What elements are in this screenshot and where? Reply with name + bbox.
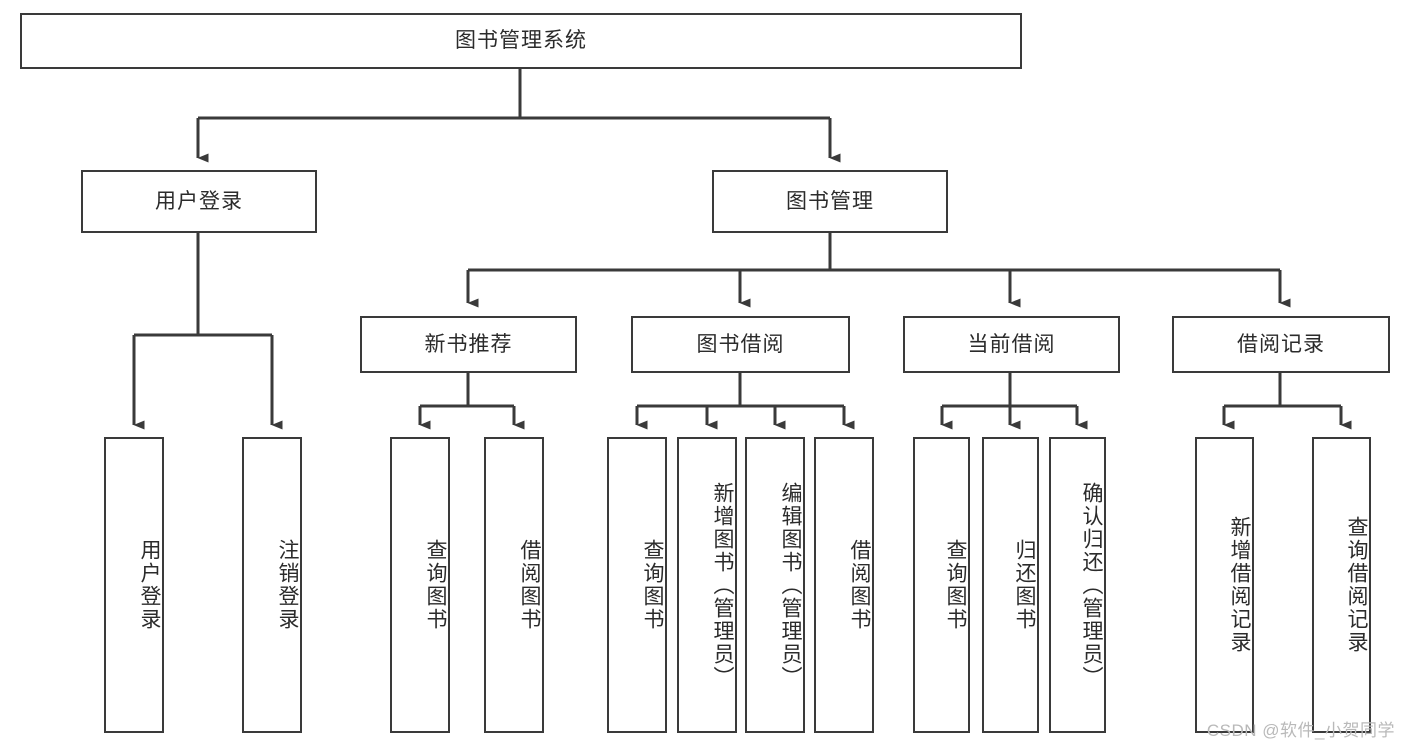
node-book-borrow[interactable]: 图书借阅 [631,316,850,373]
node-borrow-record[interactable]: 借阅记录 [1172,316,1390,373]
watermark-text: CSDN @软件_小贺同学 [1206,721,1395,740]
leaf-query-book-recommend[interactable]: 查询图书 [390,437,450,733]
leaf-confirm-return-admin[interactable]: 确认归还（管理员） [1049,437,1106,733]
leaf-logout[interactable]: 注销登录 [242,437,302,733]
node-label: 当前借阅 [967,332,1056,356]
leaf-borrow-book-recommend[interactable]: 借阅图书 [484,437,544,733]
node-label: 编辑图书（管理员） [779,481,802,689]
node-user-login[interactable]: 用户登录 [81,170,317,233]
node-label: 查询图书 [641,539,664,631]
node-label: 查询图书 [424,539,447,631]
node-label: 图书管理 [786,189,874,213]
leaf-query-book-current[interactable]: 查询图书 [913,437,970,733]
node-label: 新增借阅记录 [1228,516,1251,654]
node-label: 查询图书 [944,539,967,631]
node-new-book-recommend[interactable]: 新书推荐 [360,316,577,373]
node-current-borrow[interactable]: 当前借阅 [903,316,1120,373]
leaf-return-book[interactable]: 归还图书 [982,437,1039,733]
node-root-system[interactable]: 图书管理系统 [20,13,1022,69]
leaf-edit-book-admin[interactable]: 编辑图书（管理员） [745,437,805,733]
node-label: 图书借阅 [696,332,785,356]
node-label: 查询借阅记录 [1345,516,1368,654]
node-label: 借阅图书 [518,539,541,631]
leaf-query-book-borrow[interactable]: 查询图书 [607,437,667,733]
node-label: 归还图书 [1013,539,1036,631]
node-label: 新书推荐 [424,332,513,356]
node-label: 用户登录 [155,189,243,213]
node-label: 用户登录 [138,539,161,631]
node-book-management[interactable]: 图书管理 [712,170,948,233]
leaf-query-borrow-record[interactable]: 查询借阅记录 [1312,437,1371,733]
node-label: 借阅图书 [848,539,871,631]
node-label: 图书管理系统 [455,29,587,53]
node-label: 借阅记录 [1237,332,1325,356]
leaf-user-login[interactable]: 用户登录 [104,437,164,733]
node-label: 确认归还（管理员） [1080,481,1103,689]
leaf-add-book-admin[interactable]: 新增图书（管理员） [677,437,737,733]
node-label: 注销登录 [276,539,299,631]
leaf-borrow-book[interactable]: 借阅图书 [814,437,874,733]
node-label: 新增图书（管理员） [711,481,734,689]
leaf-add-borrow-record[interactable]: 新增借阅记录 [1195,437,1254,733]
